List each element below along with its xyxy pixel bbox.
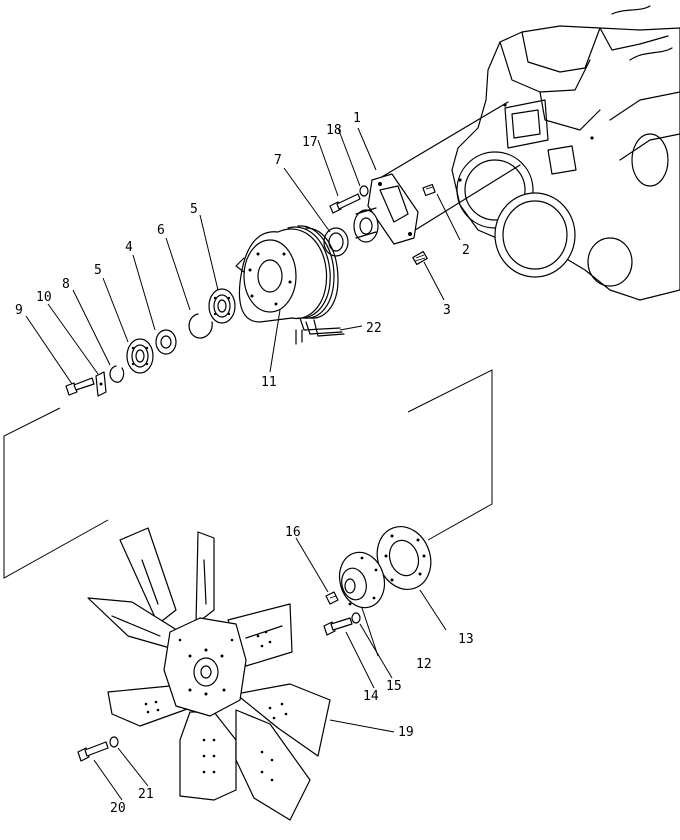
part-5-bearing-front	[126, 338, 154, 374]
callout-labels: 1 2 3 4 5 5 6 7 8 9 10 11 12 13 14 15 16…	[15, 111, 474, 816]
callout-8: 8	[62, 277, 70, 292]
part-12-fan-hub	[338, 551, 386, 609]
part-18-washer	[359, 185, 369, 197]
part-17-bolt	[329, 193, 361, 214]
part-21-washer	[109, 736, 119, 748]
part-6-snap-ring	[188, 313, 213, 339]
callout-5-front: 5	[94, 263, 102, 278]
part-1-fan-bracket	[353, 101, 521, 245]
assembly-bracket-lines	[3, 369, 493, 579]
leader-lines	[25, 127, 461, 801]
callout-11: 11	[261, 375, 277, 390]
callout-19: 19	[398, 725, 414, 740]
part-15-washer	[351, 612, 361, 624]
part-5-bearing-rear	[208, 288, 236, 324]
part-3-grease-fitting	[412, 250, 428, 266]
callout-18: 18	[326, 123, 342, 138]
callout-9: 9	[15, 303, 23, 318]
callout-6: 6	[157, 223, 165, 238]
part-4-spacer	[155, 329, 177, 355]
part-14-bolt	[323, 617, 353, 636]
callout-22: 22	[366, 321, 382, 336]
callout-7: 7	[274, 153, 282, 168]
part-16-nut	[325, 591, 339, 605]
engine-block	[451, 5, 680, 301]
callout-13: 13	[458, 632, 474, 647]
part-9-bolt	[65, 377, 95, 396]
callout-10: 10	[36, 290, 52, 305]
callout-4: 4	[125, 240, 133, 255]
callout-5-rear: 5	[190, 202, 198, 217]
part-8-retainer	[109, 365, 125, 383]
part-2-plug	[422, 183, 436, 197]
callout-1: 1	[353, 111, 361, 126]
part-7-oil-seal	[323, 227, 349, 257]
callout-21: 21	[138, 787, 154, 802]
part-22-v-belts	[295, 317, 345, 345]
callout-17: 17	[302, 135, 318, 150]
callout-3: 3	[443, 303, 451, 318]
callout-15: 15	[386, 679, 402, 694]
part-20-bolt	[77, 741, 109, 762]
callout-12: 12	[416, 657, 432, 672]
callout-16: 16	[285, 525, 301, 540]
callout-20: 20	[110, 801, 126, 816]
part-13-gasket	[376, 526, 432, 590]
part-19-fan	[87, 527, 331, 821]
part-11-pulley	[235, 225, 339, 323]
callout-14: 14	[363, 689, 379, 704]
part-10-lock-plate	[95, 371, 107, 397]
callout-2: 2	[462, 243, 470, 258]
